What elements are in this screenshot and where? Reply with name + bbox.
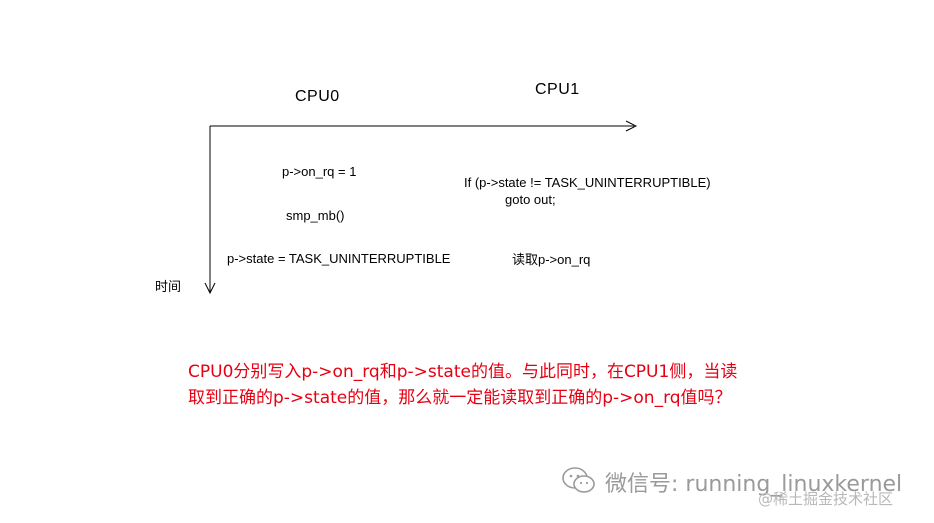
cpu0-title: CPU0 <box>295 88 340 105</box>
cpu0-line-smp-mb: smp_mb() <box>286 208 345 223</box>
horizontal-axis-arrowhead <box>625 120 638 132</box>
note-line-1: CPU0分别写入p->on_rq和p->state的值。与此同时，在CPU1侧，… <box>188 362 738 382</box>
cpu1-line-goto: goto out; <box>505 192 556 207</box>
vertical-axis-arrowhead <box>204 282 216 295</box>
cpu0-line-on-rq: p->on_rq = 1 <box>282 164 357 179</box>
wechat-logo-icon <box>562 467 595 493</box>
cpu1-line-if: If (p->state != TASK_UNINTERRUPTIBLE) <box>464 175 711 190</box>
cpu0-line-state: p->state = TASK_UNINTERRUPTIBLE <box>227 251 451 266</box>
cpu1-title: CPU1 <box>535 81 580 98</box>
note-line-2: 取到正确的p->state的值，那么就一定能读取到正确的p->on_rq值吗？ <box>188 388 732 408</box>
juejin-watermark: @稀土掘金技术社区 <box>758 490 894 508</box>
question-note: CPU0分别写入p->on_rq和p->state的值。与此同时，在CPU1侧，… <box>188 359 737 411</box>
cpu1-line-read: 读取p->on_rq <box>512 252 591 267</box>
time-axis-label: 时间 <box>155 279 182 294</box>
wechat-id-watermark: 微信号: running_linuxkernel <box>605 472 903 497</box>
